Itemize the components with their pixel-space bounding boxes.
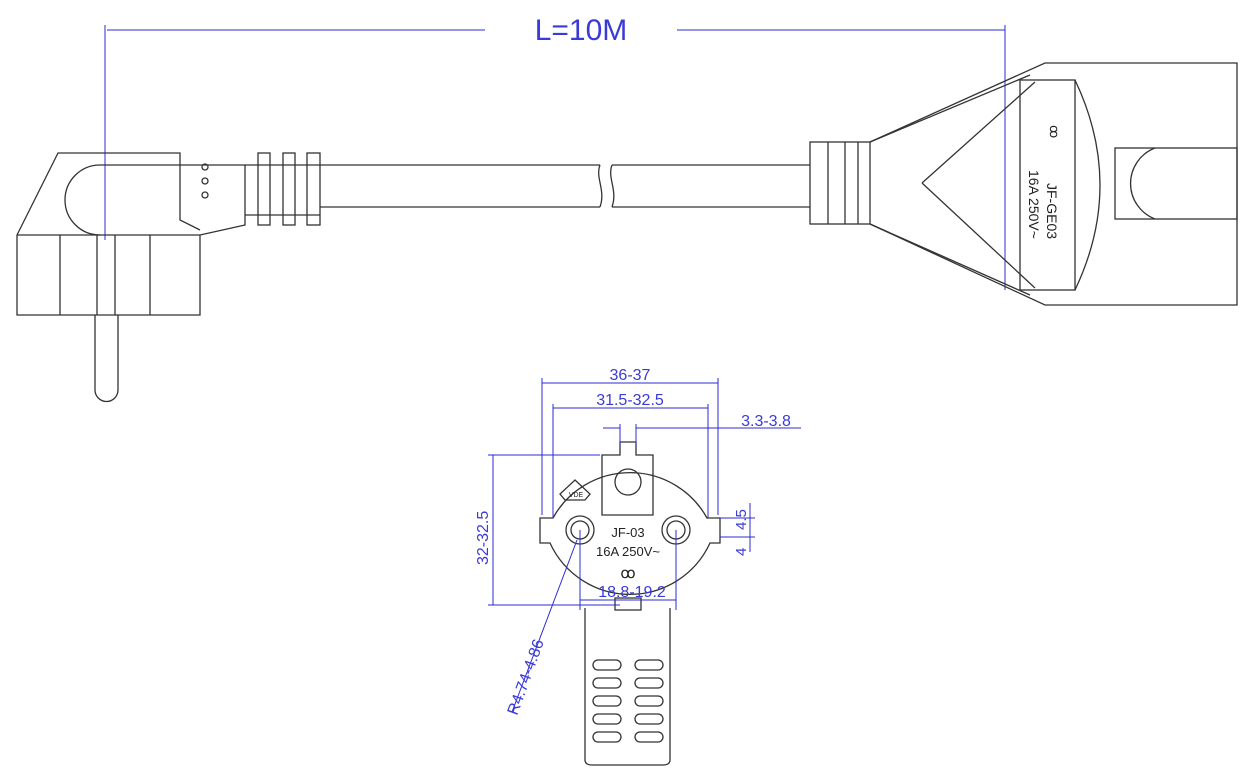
plug-model: JF-03 <box>611 525 644 540</box>
plug-front-view: VDE JF-03 16A 250V~ ꝏ <box>539 441 721 766</box>
dim-notch-bottom: 4 <box>733 548 750 556</box>
dim-pin-radius: R4.74-4.86 <box>505 637 548 717</box>
front-view-dimensions: 36-37 31.5-32.5 3.3-3.8 32-32.5 4.5 4 18… <box>475 367 801 717</box>
plug-logo: ꝏ <box>620 565 635 582</box>
length-label: L=10M <box>535 14 628 47</box>
socket-side-view: ꝏ JF-GE03 16A 250V~ <box>809 62 1238 306</box>
cable <box>320 164 810 208</box>
socket-model: JF-GE03 <box>1044 183 1060 239</box>
angled-plug-side-view <box>16 152 321 403</box>
dim-body-width: 31.5-32.5 <box>596 392 664 409</box>
vde-mark: VDE <box>569 492 584 499</box>
dim-overall-width: 36-37 <box>610 367 651 384</box>
socket-rating: 16A 250V~ <box>1026 170 1042 239</box>
socket-logo: ꝏ <box>1047 125 1062 138</box>
dim-height: 32-32.5 <box>475 511 492 565</box>
dim-earth-clip: 3.3-3.8 <box>741 413 791 430</box>
length-dimension: L=10M <box>104 14 1006 290</box>
dim-pin-spacing: 18.8-19.2 <box>598 584 666 601</box>
plug-rating: 16A 250V~ <box>596 544 660 559</box>
dim-notch-top: 4.5 <box>733 509 750 530</box>
